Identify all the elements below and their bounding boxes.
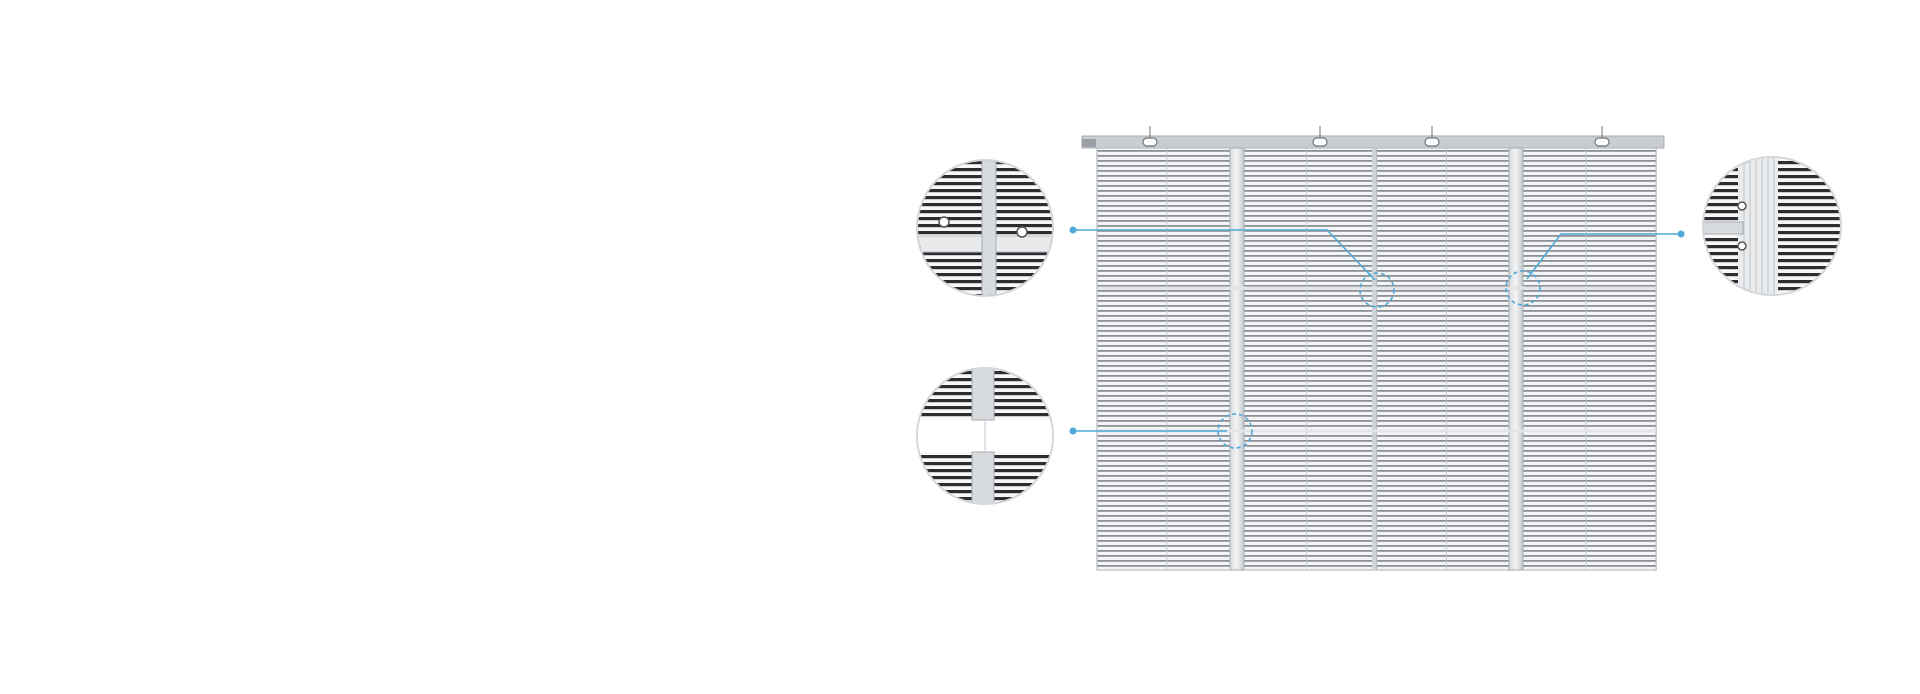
callout-anchor-dots: [1069, 226, 1685, 435]
callout-leaders: [1073, 229, 1681, 432]
led-panel-grid: [1096, 147, 1657, 571]
top-bracket: [1081, 126, 1665, 149]
vertical-rails: [1229, 147, 1524, 571]
top-left-magnifier-icon: [916, 159, 1054, 297]
bottom-left-magnifier-icon: [916, 367, 1054, 505]
callout-highlight-circles: [1217, 270, 1541, 449]
right-magnifier-icon: [1702, 156, 1842, 296]
